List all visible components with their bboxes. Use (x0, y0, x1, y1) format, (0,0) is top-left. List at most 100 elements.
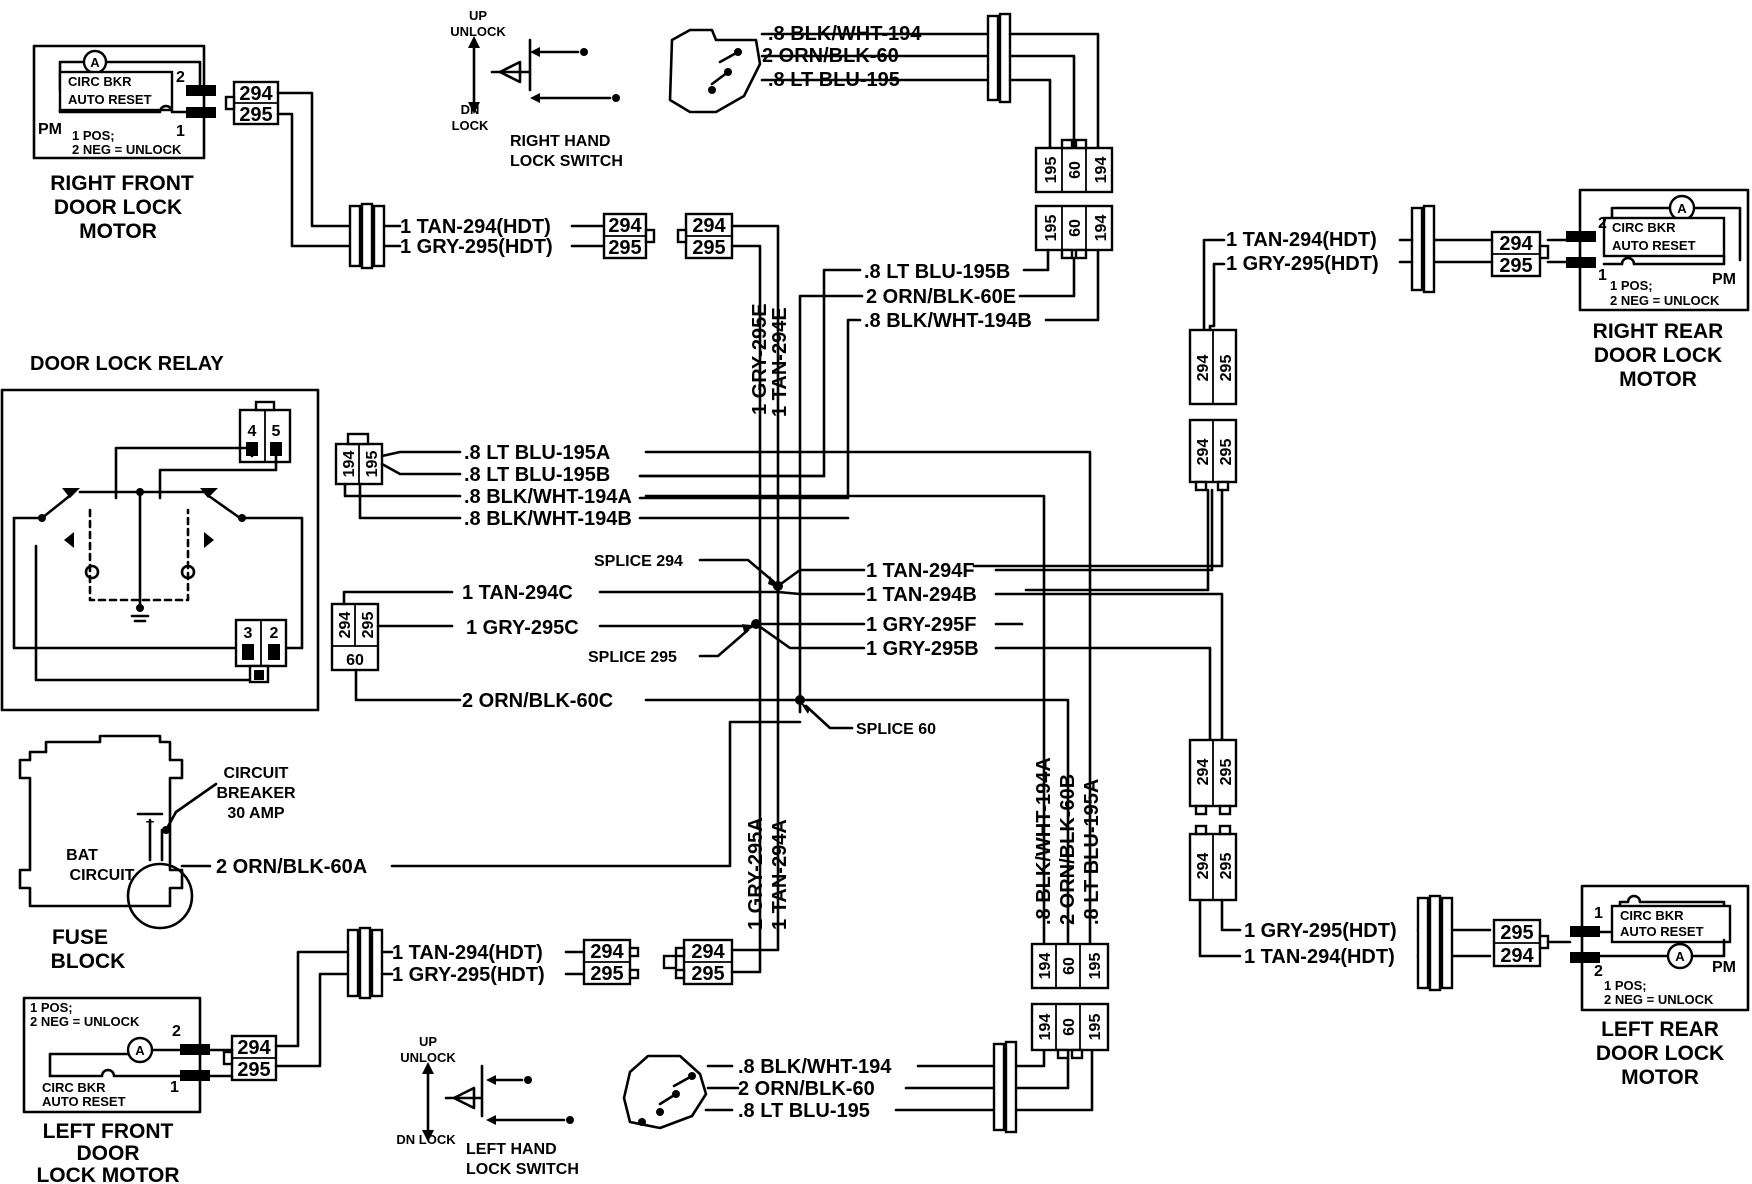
wire-294c: 1 TAN-294C (462, 582, 573, 604)
rf-conn-295: 295 (239, 104, 272, 126)
lr-harness-connector-top: 294 295 (1188, 738, 1238, 816)
wire-rr-294: 1 TAN-294(HDT) (1226, 229, 1377, 251)
wire-294a: 1 TAN-294A (769, 819, 791, 930)
lf-title-1: LEFT FRONT (43, 1120, 174, 1143)
lr-circ-bkr: CIRC BKR (1620, 908, 1684, 923)
rf-conn-294: 294 (239, 83, 273, 105)
rf-pin1-label: 1 (176, 123, 185, 140)
lh-dn-lock: DN LOCK (396, 1132, 456, 1147)
lr-breaker-label-box (1610, 904, 1732, 944)
relay-pin-4: 4 (248, 423, 257, 440)
lh-switch-title-1: LEFT HAND (466, 1141, 557, 1158)
lr-bot-294: 294 (1195, 853, 1212, 880)
lf-neg-label: 2 NEG = UNLOCK (30, 1014, 140, 1029)
lh-harn-194: 194 (1037, 953, 1054, 980)
relay-pin-5: 5 (272, 423, 281, 440)
lr-auto-reset: AUTO RESET (1620, 924, 1704, 939)
lf-title-3: LOCK MOTOR (36, 1164, 179, 1184)
ctr-conn-195: 195 (364, 451, 381, 478)
rr-harn-294: 294 (1195, 355, 1212, 382)
lf-socket-294: 294 (691, 941, 725, 963)
wire-295e: 1 GRY-295E (749, 303, 771, 415)
rh-switch-body (668, 28, 762, 114)
wire-60e: 2 ORN/BLK-60E (866, 286, 1016, 308)
wire-60c: 2 ORN/BLK-60C (462, 690, 613, 712)
fuse-circle (126, 862, 194, 930)
lf-auto-reset: AUTO RESET (42, 1094, 126, 1109)
rh-switch-title-2: LOCK SWITCH (510, 153, 623, 170)
lr-title-3: MOTOR (1621, 1066, 1699, 1089)
rf-circ-bkr: CIRC BKR (68, 74, 132, 89)
rh-conn-194: 194 (1093, 157, 1110, 184)
rf-harness-socket: 294 295 (676, 212, 734, 260)
wire-194a: .8 BLK/WHT-194A (464, 486, 632, 508)
wire-294b: 1 TAN-294B (866, 584, 977, 606)
right-hand-lock-switch: UP UNLOCK DN LOCK RIGHT HAND LOCK SWITCH (450, 8, 623, 170)
lf-plug-294: 294 (590, 941, 624, 963)
rr-breaker-label-box (1602, 216, 1726, 258)
wire-295f: 1 GRY-295F (866, 614, 976, 636)
rh-conn-195: 195 (1043, 157, 1060, 184)
fuse-block: T CIRCUIT BREAKER 30 AMP BAT CIRCUIT FUS… (18, 734, 296, 973)
lr-top-294: 294 (1195, 759, 1212, 786)
lr-neg-label: 2 NEG = UNLOCK (1604, 992, 1714, 1007)
rf-pin2-label: 2 (176, 69, 185, 86)
lf-pin-1 (180, 1070, 210, 1081)
rr-inline-connector (1410, 204, 1436, 294)
rh-harn-194: 194 (1093, 215, 1110, 242)
lr-pin1-label: 1 (1594, 905, 1603, 922)
rf-auto-reset: AUTO RESET (68, 92, 152, 107)
rr-motor-box (1578, 188, 1750, 312)
rr-title-3: MOTOR (1619, 368, 1697, 391)
relay-pin-3: 3 (244, 625, 253, 642)
rh-switch-title-1: RIGHT HAND (510, 133, 610, 150)
cb-label-1: CIRCUIT (224, 765, 289, 782)
wire-195b: .8 LT BLU-195B (464, 464, 610, 486)
ctr-conn-60: 60 (346, 652, 364, 669)
lf-circ-bkr: CIRC BKR (42, 1080, 106, 1095)
rr-body-295: 295 (1218, 439, 1235, 466)
rr-pin1-label: 1 (1598, 267, 1607, 284)
rr-pm-label: PM (1712, 271, 1736, 288)
left-hand-lock-switch: UP UNLOCK DN LOCK LEFT HAND LOCK SWITCH (396, 1034, 578, 1178)
rh-harn-60: 60 (1067, 219, 1084, 237)
relay-box (0, 388, 320, 712)
lr-title-2: DOOR LOCK (1596, 1042, 1724, 1065)
wire-lr-295: 1 GRY-295(HDT) (1244, 920, 1397, 942)
wire-lr-294: 1 TAN-294(HDT) (1244, 946, 1395, 968)
ctr-conn-194: 194 (341, 451, 358, 478)
wire-rh-195: .8 LT BLU-195 (768, 69, 900, 91)
lh-harn-60: 60 (1061, 957, 1078, 975)
lh-switch-title-2: LOCK SWITCH (466, 1161, 579, 1178)
rf-pin-2 (186, 85, 216, 96)
lf-ammeter-label: A (135, 1043, 145, 1058)
left-front-motor: 1 POS; 2 NEG = UNLOCK A 2 1 CIRC BKR AUT… (22, 996, 278, 1184)
rf-plug-295: 295 (608, 237, 641, 259)
lh-harn-195: 195 (1087, 953, 1104, 980)
relay-pin-2: 2 (270, 625, 279, 642)
lf-harness-socket: 294 295 (662, 938, 734, 986)
lr-pin-2 (1570, 952, 1600, 963)
lh-inline-connector (992, 1040, 1018, 1134)
lr-conn-294: 294 (1500, 945, 1534, 967)
lh-door-60: 60 (1061, 1018, 1078, 1036)
rr-body-connector: 294 295 (1188, 418, 1238, 492)
rf-neg-label: 2 NEG = UNLOCK (72, 142, 182, 157)
rr-neg-label: 2 NEG = UNLOCK (1610, 293, 1720, 308)
rr-pin2-label: 2 (1598, 215, 1607, 232)
lr-harness-connector-bottom: 294 295 (1188, 824, 1238, 902)
rh-conn-60: 60 (1067, 161, 1084, 179)
lh-unlock: UNLOCK (400, 1050, 456, 1065)
rf-socket-295: 295 (692, 237, 725, 259)
rf-pos-label: 1 POS; (72, 128, 115, 143)
lr-top-295: 295 (1218, 759, 1235, 786)
fuse-term-label: T (146, 818, 154, 833)
rh-unlock: UNLOCK (450, 24, 506, 39)
lf-socket-295: 295 (691, 963, 724, 985)
wire-295b: 1 GRY-295B (866, 638, 979, 660)
wire-lf-295: 1 GRY-295(HDT) (392, 964, 545, 986)
rf-inline-connector (348, 202, 386, 270)
lh-switch-body (622, 1054, 708, 1130)
bat-label-1: BAT (66, 847, 98, 864)
lr-ammeter-label: A (1675, 949, 1685, 964)
